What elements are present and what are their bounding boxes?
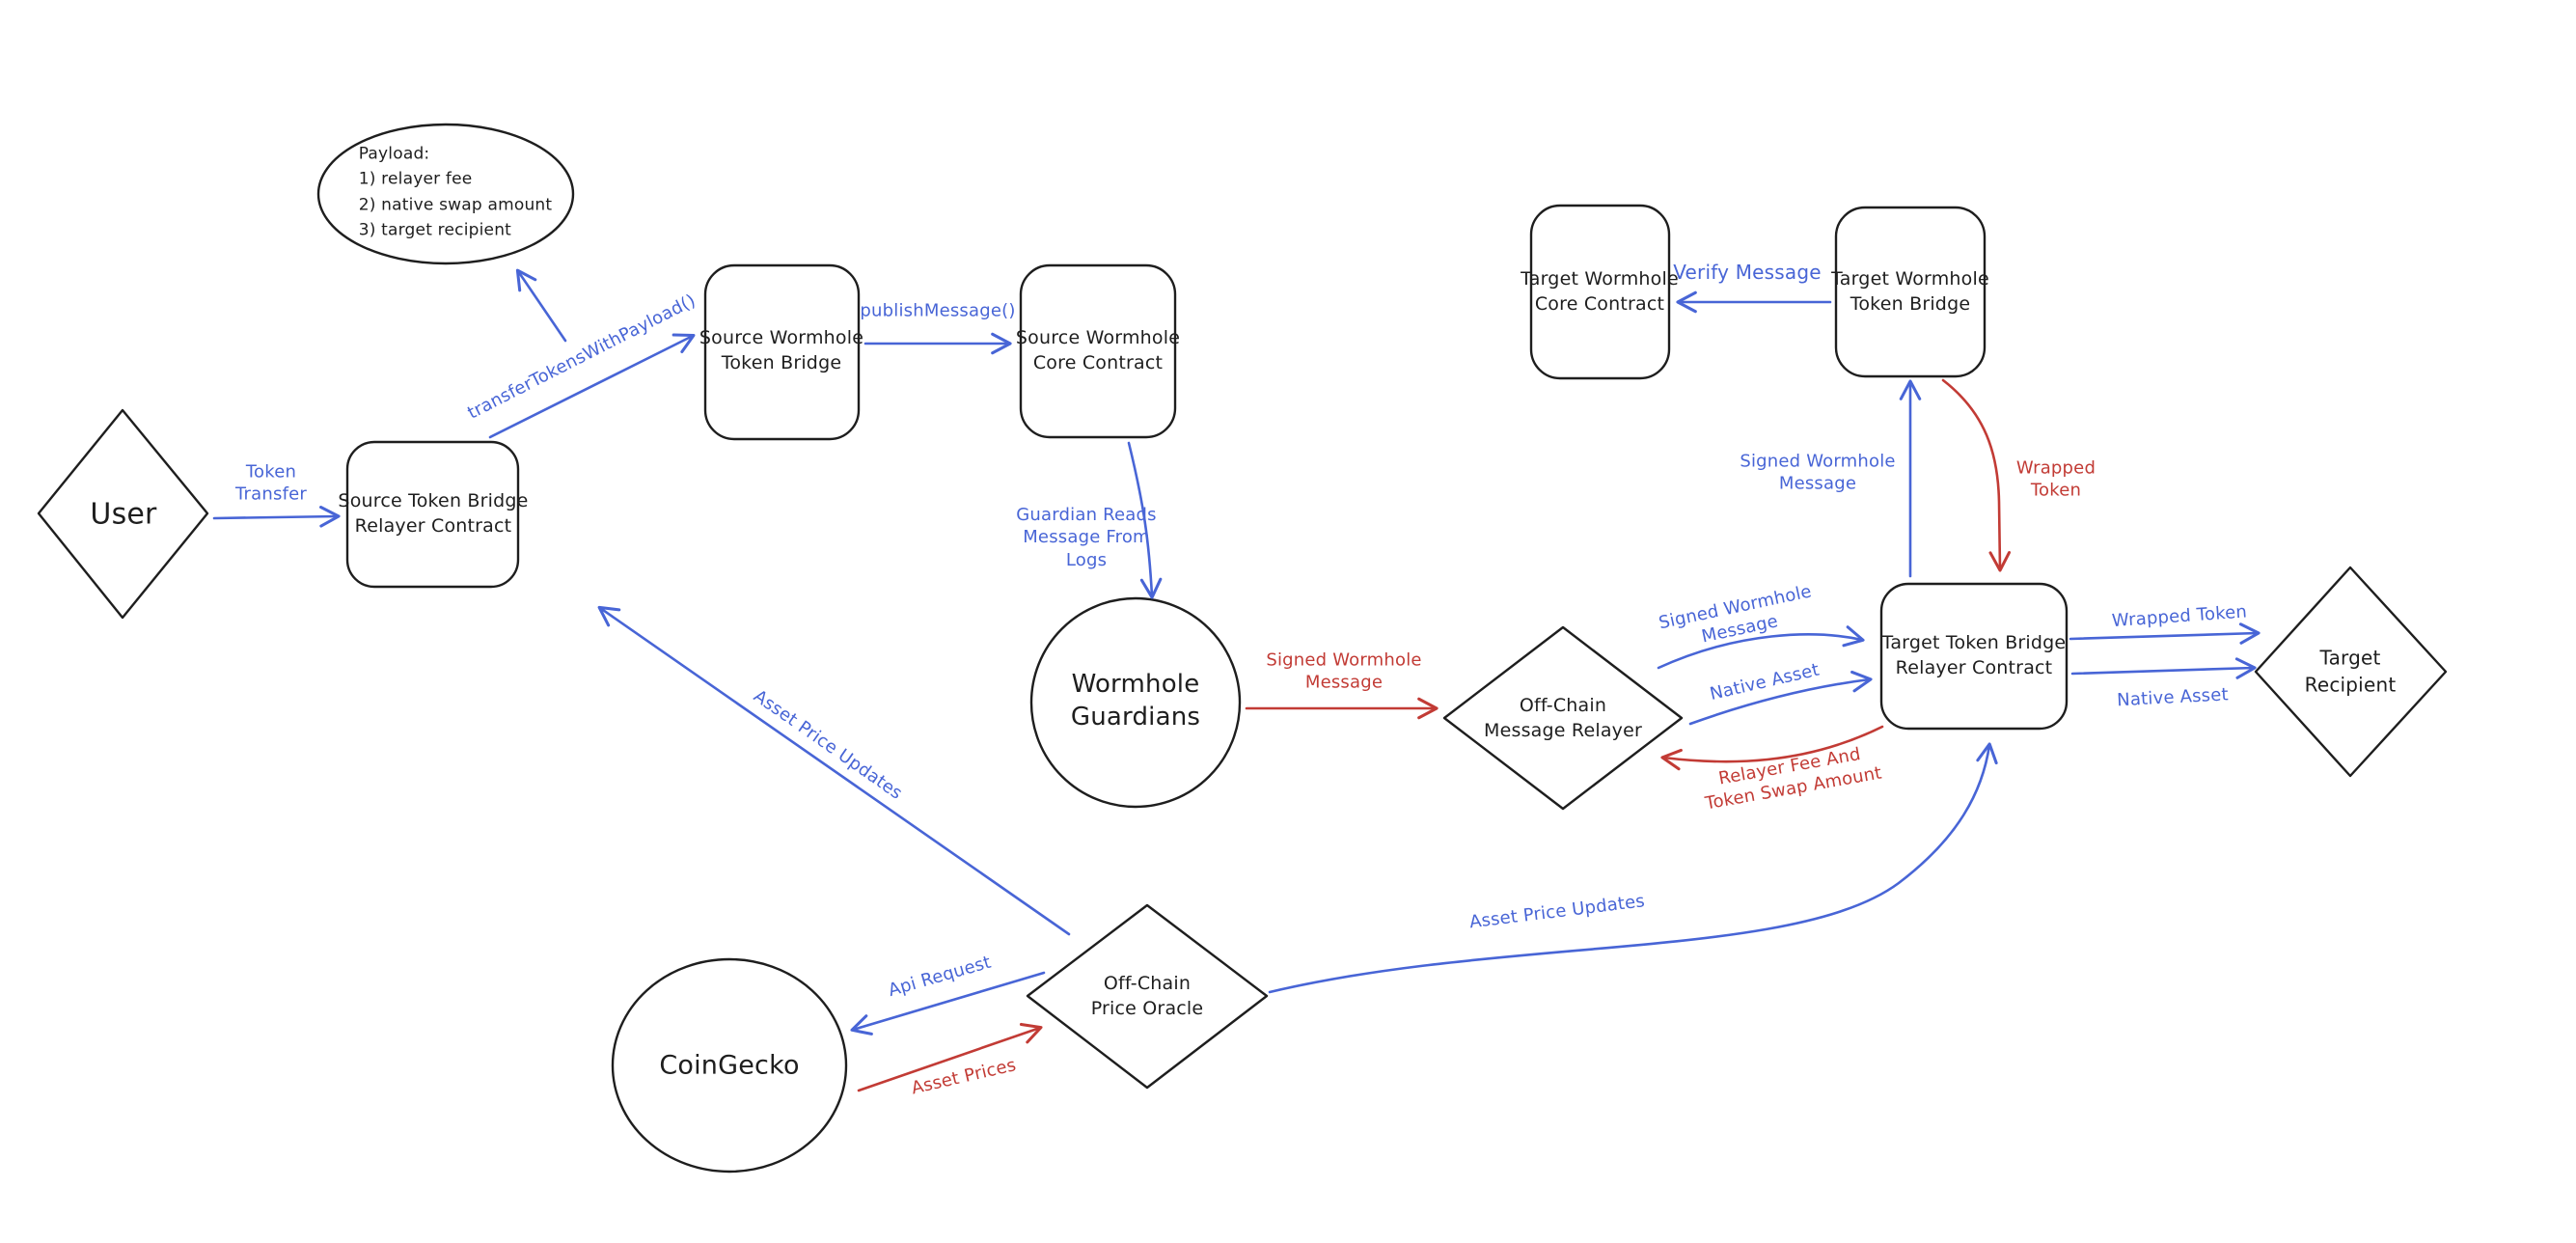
node-user-shape[interactable] bbox=[37, 408, 209, 620]
edge-wrapped-token-to-recipient-arrow[interactable] bbox=[2069, 622, 2261, 645]
node-source-token-bridge-relayer-shape[interactable] bbox=[345, 440, 520, 589]
edge-label-signed-wormhole-message-to-relayer: Signed Wormhole Message bbox=[1266, 649, 1422, 693]
node-source-token-bridge-relayer-label: Source Token Bridge Relayer Contract bbox=[338, 489, 529, 537]
node-payload-note-shape[interactable] bbox=[316, 123, 575, 265]
node-coingecko-label: CoinGecko bbox=[659, 1050, 800, 1081]
edge-relayer-fee-arrow[interactable] bbox=[1660, 725, 1884, 771]
node-payload-note-label: Payload: 1) relayer fee 2) native swap a… bbox=[358, 144, 553, 240]
edge-native-asset-to-contract-arrow[interactable] bbox=[1688, 670, 1873, 726]
node-wormhole-guardians-shape[interactable] bbox=[1029, 596, 1242, 809]
edge-label-wrapped-token-to-contract: Wrapped Token bbox=[2015, 457, 2096, 501]
node-target-token-bridge-relayer-shape[interactable] bbox=[1879, 582, 2069, 731]
node-off-chain-price-oracle-label: Off-Chain Price Oracle bbox=[1090, 972, 1204, 1019]
node-off-chain-price-oracle-shape[interactable] bbox=[1026, 903, 1269, 1090]
edge-label-verify-message: Verify Message bbox=[1673, 261, 1822, 284]
edge-asset-price-updates-source-arrow[interactable] bbox=[597, 605, 1071, 936]
node-coingecko-shape[interactable] bbox=[611, 957, 848, 1174]
edge-label-guardian-reads-message: Guardian Reads Message From Logs bbox=[1016, 504, 1157, 570]
edge-label-token-transfer: Token Transfer bbox=[235, 461, 307, 505]
node-user-label: User bbox=[90, 497, 157, 532]
node-source-wormhole-token-bridge-label: Source Wormhole Token Bridge bbox=[699, 326, 864, 373]
edge-wrapped-token-to-contract-arrow[interactable] bbox=[1941, 378, 2012, 572]
edge-native-asset-to-recipient-arrow[interactable] bbox=[2070, 657, 2257, 679]
edge-label-publish-message: publishMessage() bbox=[860, 300, 1016, 321]
node-source-wormhole-core-shape[interactable] bbox=[1019, 263, 1177, 439]
node-target-wormhole-token-bridge-label: Target Wormhole Token Bridge bbox=[1831, 267, 1989, 315]
edge-label-signed-wormhole-message-to-bridge: Signed Wormhole Message bbox=[1740, 451, 1896, 494]
node-target-recipient-label: Target Recipient bbox=[2304, 646, 2397, 696]
edge-guardian-reads-arrow[interactable] bbox=[1127, 441, 1163, 599]
node-off-chain-message-relayer-label: Off-Chain Message Relayer bbox=[1483, 694, 1643, 741]
edge-signed-message-to-contract-arrow[interactable] bbox=[1657, 625, 1865, 670]
node-target-token-bridge-relayer-label: Target Token Bridge Relayer Contract bbox=[1881, 631, 2067, 678]
edge-api-request-arrow[interactable] bbox=[850, 971, 1046, 1036]
edge-token-transfer-arrow[interactable] bbox=[212, 506, 341, 528]
edge-asset-prices-arrow[interactable] bbox=[857, 1022, 1043, 1092]
node-target-wormhole-core-label: Target Wormhole Core Contract bbox=[1521, 267, 1679, 315]
node-source-wormhole-core-label: Source Wormhole Core Contract bbox=[1015, 326, 1181, 373]
node-source-wormhole-token-bridge-shape[interactable] bbox=[703, 263, 861, 441]
node-off-chain-message-relayer-shape[interactable] bbox=[1442, 625, 1684, 811]
edge-asset-price-updates-target-arrow[interactable] bbox=[1268, 742, 1998, 994]
node-target-wormhole-core-shape[interactable] bbox=[1529, 204, 1671, 380]
edge-transfer-tokens-with-payload-arrow[interactable] bbox=[488, 333, 696, 439]
node-target-recipient-shape[interactable] bbox=[2254, 566, 2448, 778]
node-target-wormhole-token-bridge-shape[interactable] bbox=[1834, 206, 1987, 378]
edge-payload-note-arrow[interactable] bbox=[515, 268, 567, 343]
node-wormhole-guardians-label: Wormhole Guardians bbox=[1070, 670, 1201, 732]
